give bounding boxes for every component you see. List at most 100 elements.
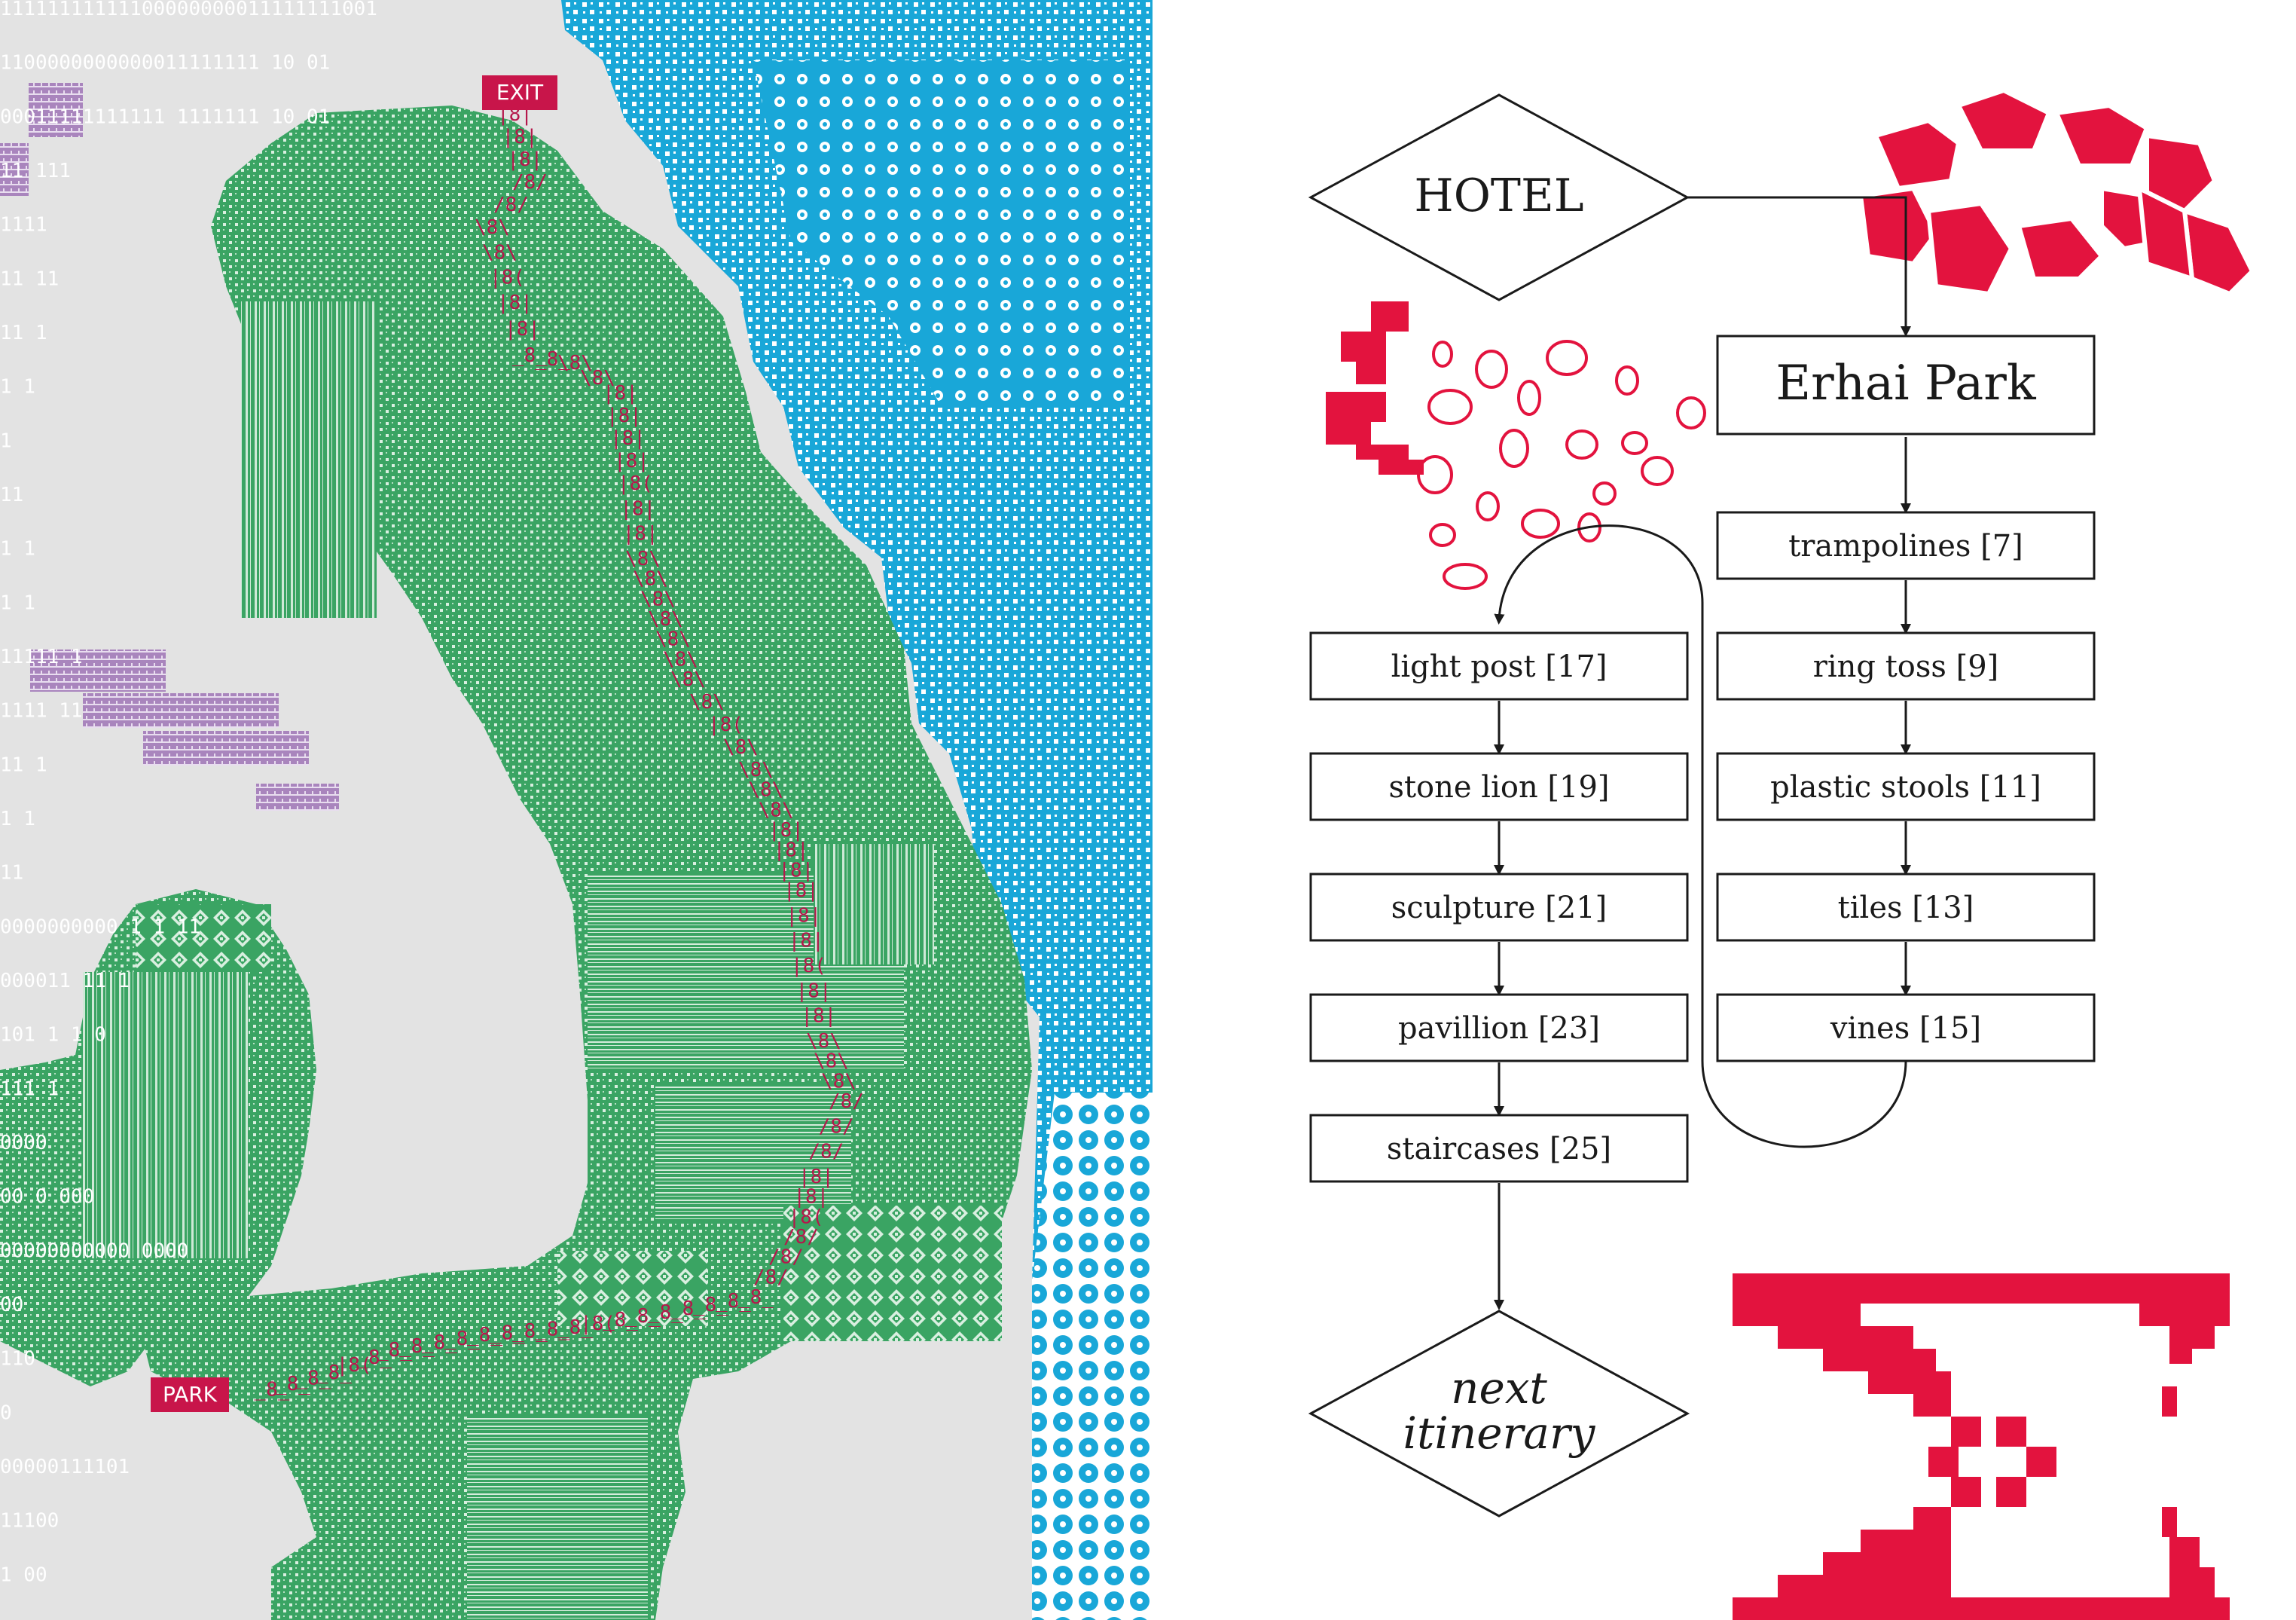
red-hourglass-ornament xyxy=(1733,1273,2230,1620)
park-stripes-h2 xyxy=(655,1085,851,1221)
route-glyph: \8\ xyxy=(557,352,593,374)
park-stripes-v2 xyxy=(814,844,934,964)
binary-row: 00 0 000 xyxy=(0,1186,94,1209)
route-glyph: \8\ xyxy=(670,668,706,691)
red-ring-ornament xyxy=(1858,87,2255,297)
route-glyph: \8\ xyxy=(580,367,615,390)
binary-row: 00000000000 0000 xyxy=(0,1239,188,1262)
binary-row: 11 1 xyxy=(0,753,47,776)
binary-row: 11 xyxy=(0,862,23,885)
park-sw-diamonds xyxy=(136,904,271,972)
right-step-2[interactable]: plastic stools [11] xyxy=(1716,752,2096,821)
building-6 xyxy=(256,784,339,811)
right-step-3[interactable]: tiles [13] xyxy=(1716,873,2096,942)
right-step-1[interactable]: ring toss [9] xyxy=(1716,631,2096,701)
binary-row: 0 xyxy=(0,1401,12,1424)
binary-row: 00 xyxy=(0,1294,23,1316)
binary-row: 110 xyxy=(0,1348,35,1371)
route-glyph: |8( xyxy=(708,714,743,736)
binary-row: 00000111101 xyxy=(0,1456,130,1478)
left-step-label: pavillion [23] xyxy=(1398,1011,1600,1046)
binary-row: 1 xyxy=(0,429,12,452)
binary-row: 111 1 xyxy=(0,1077,59,1100)
route-glyph: _8_ xyxy=(296,1368,331,1390)
route-glyph: \8\ xyxy=(806,1030,841,1053)
left-step-0[interactable]: light post [17] xyxy=(1309,631,1689,701)
connectors xyxy=(1494,196,1911,1310)
lake-water-dots xyxy=(753,60,1130,407)
route-glyph: |8| xyxy=(801,1005,836,1028)
route-glyph: |8| xyxy=(497,292,533,314)
building-2 xyxy=(0,143,29,196)
route-glyph: |8| xyxy=(620,497,655,520)
route-glyph: /8/ xyxy=(783,1226,819,1249)
binary-row: 1111 xyxy=(0,214,47,237)
left-step-label: sculpture [21] xyxy=(1391,891,1608,925)
route-glyph: |8| xyxy=(623,523,658,546)
end-node[interactable]: next itinerary xyxy=(1308,1310,1690,1518)
right-step-label: tiles [13] xyxy=(1838,891,1974,925)
binary-texture: 1111111111110000000001111111100111000000… xyxy=(0,0,377,1586)
park-header-node[interactable]: Erhai Park xyxy=(1716,335,2096,436)
route-glyph: _8_ xyxy=(648,1301,683,1324)
route-glyph: \8\ xyxy=(633,568,668,591)
route-glyph: \8\ xyxy=(723,736,759,759)
left-step-1[interactable]: stone lion [19] xyxy=(1309,752,1689,821)
left-step-4[interactable]: staircases [25] xyxy=(1309,1114,1689,1183)
exit-marker[interactable]: EXIT xyxy=(482,75,557,110)
right-step-label: trampolines [7] xyxy=(1788,529,2023,564)
binary-row: 11100 xyxy=(0,1510,59,1533)
left-step-label: light post [17] xyxy=(1391,650,1608,684)
right-step-label: vines [15] xyxy=(1830,1011,1981,1046)
route-glyph: \8\ xyxy=(748,779,783,802)
route-glyph: \8\ xyxy=(814,1050,849,1073)
route-glyph: \8\ xyxy=(663,648,698,671)
route-glyph: _8_ xyxy=(377,1339,412,1362)
route-glyph: \8\ xyxy=(759,799,794,821)
binary-row: 0000000000 1 1 11 xyxy=(0,915,200,938)
left-step-2[interactable]: sculpture [21] xyxy=(1309,873,1689,942)
route-glyph: _8_ xyxy=(422,1331,457,1354)
park-marker[interactable]: PARK xyxy=(151,1377,229,1412)
binary-row: 1 00 xyxy=(0,1563,47,1586)
binary-row: 00011111111111 1111111 10 01 xyxy=(0,105,330,128)
binary-row: 11 11 xyxy=(0,267,59,290)
right-step-0[interactable]: trampolines [7] xyxy=(1716,511,2096,580)
route-glyph: |8( xyxy=(337,1354,372,1377)
binary-row: 1 1 xyxy=(0,808,35,830)
route-glyph: \8\ xyxy=(655,628,691,651)
binary-row: 1 1 xyxy=(0,591,35,614)
left-step-3[interactable]: pavillion [23] xyxy=(1309,993,1689,1062)
lake-water-rings xyxy=(1032,1093,1153,1620)
binary-row: 11 111 xyxy=(0,160,71,182)
route-glyph: |8( xyxy=(791,955,826,977)
binary-row: 101 1 1 0 xyxy=(0,1024,106,1047)
route-glyph: \8\ xyxy=(625,548,661,570)
route-glyph: \8\ xyxy=(648,608,683,631)
start-node[interactable]: HOTEL xyxy=(1308,93,1690,301)
route-glyph: _8_ xyxy=(316,1362,352,1384)
park-header-label: Erhai Park xyxy=(1775,356,2036,411)
route-glyph: |8| xyxy=(789,930,824,952)
route-glyph: /8/ xyxy=(819,1115,854,1138)
building-1 xyxy=(29,83,83,137)
route-glyph: _8_ xyxy=(356,1346,392,1369)
right-step-4[interactable]: vines [15] xyxy=(1716,993,2096,1062)
route-glyph: \8\ xyxy=(689,691,725,714)
route-glyph: \8\ xyxy=(475,216,510,239)
binary-row: 1 1 xyxy=(0,376,35,399)
route-glyph: /8/ xyxy=(512,171,548,194)
park-diamonds xyxy=(783,1206,1002,1341)
route-glyph: /8/ xyxy=(753,1266,789,1288)
end-label-line2: itinerary xyxy=(1403,1408,1596,1459)
route-glyph: |8| xyxy=(786,904,821,927)
route-glyph: |8( xyxy=(580,1313,615,1335)
route-glyph: _8_ xyxy=(693,1294,728,1316)
route-glyph: /8/ xyxy=(808,1141,844,1163)
left-step-label: stone lion [19] xyxy=(1388,770,1609,805)
binary-row: 11111 1 xyxy=(0,646,83,668)
route-glyph: _8_ xyxy=(512,1320,548,1343)
route-glyph: _8_ xyxy=(716,1290,751,1313)
